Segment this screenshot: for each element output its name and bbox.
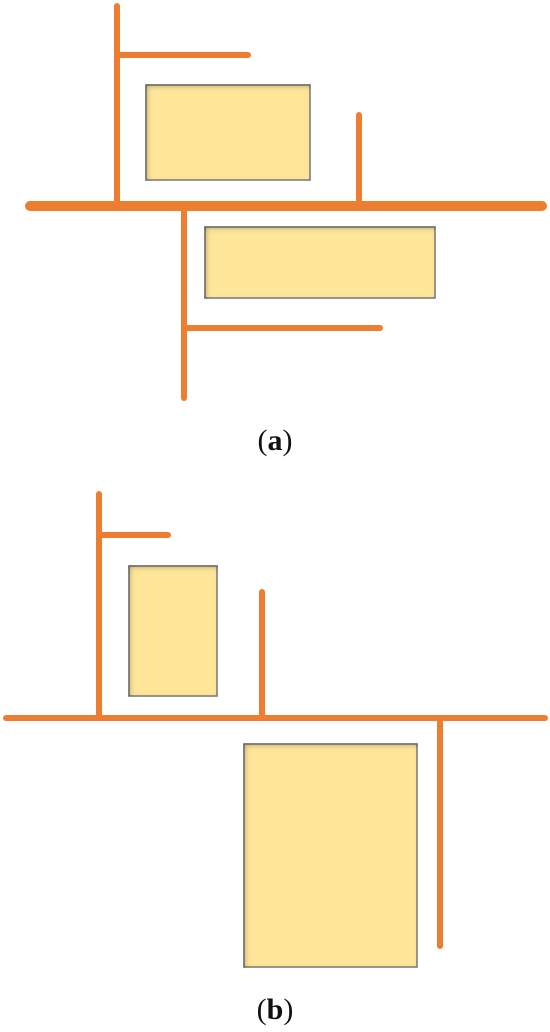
panel-a-caption-letter: a <box>267 424 283 457</box>
panel-a-caption: (a) <box>0 423 550 459</box>
panel-a-building-block-lower <box>204 226 436 299</box>
panel-b-caption-close: ) <box>283 993 294 1026</box>
panel-b <box>3 491 548 968</box>
panel-b-caption-open: ( <box>256 993 267 1026</box>
panel-b-building-block-lower <box>243 743 418 968</box>
panel-b-building-block-upper <box>128 565 218 697</box>
panel-a <box>25 3 547 401</box>
panel-a-building-block-upper <box>145 84 311 181</box>
panel-b-caption-letter: b <box>266 993 284 1026</box>
panel-a-caption-open: ( <box>257 424 268 457</box>
panel-b-caption: (b) <box>0 992 550 1028</box>
panel-a-caption-close: ) <box>282 424 293 457</box>
